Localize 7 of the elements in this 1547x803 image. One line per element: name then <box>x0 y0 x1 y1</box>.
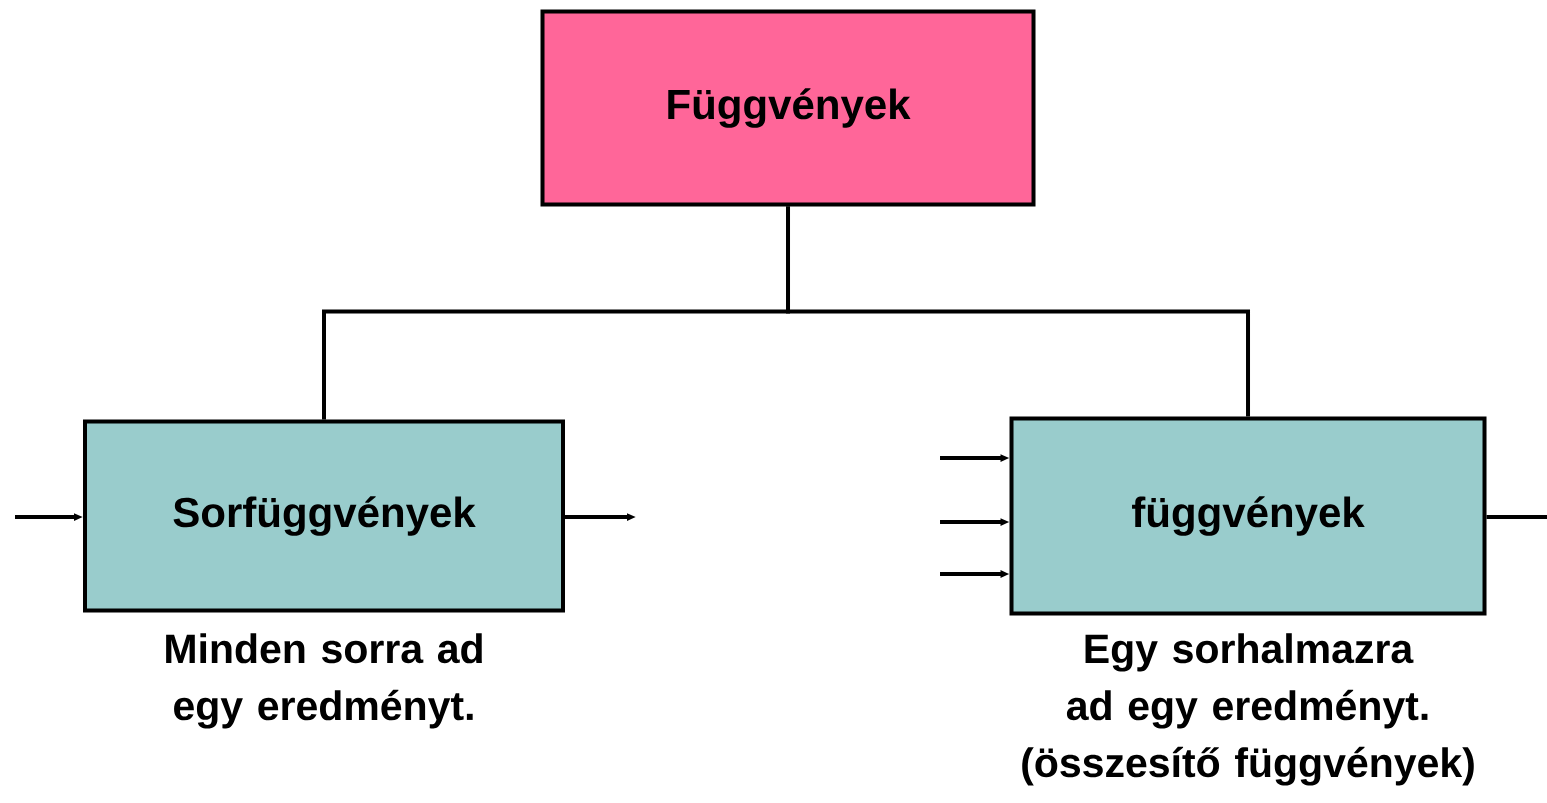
box: függvények <box>1009 416 1487 616</box>
box: Sorfüggvények <box>83 419 565 613</box>
node-label: Minden sorra ad egy eredményt. <box>166 633 482 729</box>
connector-line <box>786 206 1250 417</box>
box: Függvények <box>540 9 1036 207</box>
node-label: Egy sorhalmazra ad egy eredményt. (összesítő függvények) <box>1022 633 1474 786</box>
line <box>1486 515 1547 519</box>
